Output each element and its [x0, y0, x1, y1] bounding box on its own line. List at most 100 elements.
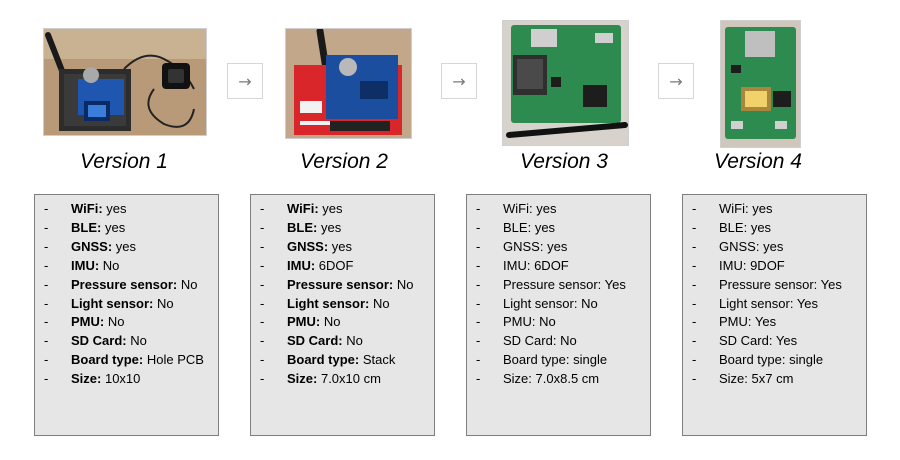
bullet-dash: - — [44, 314, 49, 330]
bullet-dash: - — [260, 276, 265, 292]
spec-key: Board type: — [71, 352, 144, 368]
spec-item: -IMU: 9DOF — [683, 257, 866, 276]
arrow-right-icon: → — [669, 71, 683, 91]
version-3-title: Version 3 — [520, 150, 608, 173]
spec-value: yes — [322, 201, 343, 216]
spec-key: GNSS: — [71, 238, 113, 254]
spec-item: -PMU: No — [35, 313, 218, 332]
spec-value: yes — [115, 238, 137, 254]
spec-value: No — [539, 314, 556, 330]
spec-item: - Board type: Stack — [251, 351, 434, 370]
arrow-2: → — [441, 63, 477, 99]
bullet-dash: - — [476, 333, 481, 349]
spec-value: No — [346, 333, 363, 349]
spec-key: IMU: — [719, 257, 747, 273]
spec-key: SD Card: — [503, 333, 557, 349]
spec-key: Size: — [719, 371, 748, 387]
bullet-dash: - — [692, 352, 697, 368]
spec-item: -IMU: No — [35, 257, 218, 276]
spec-key: PMU: — [719, 314, 752, 330]
spec-value: single — [789, 352, 824, 368]
spec-key: Pressure sensor: — [287, 276, 394, 292]
spec-value: 6DOF — [318, 257, 354, 273]
spec-item: -Pressure sensor: No — [35, 276, 218, 295]
bullet-dash: - — [476, 295, 481, 311]
spec-value: Stack — [362, 352, 396, 368]
spec-key: Pressure sensor: — [719, 276, 818, 292]
spec-item: -Pressure sensor: No — [251, 276, 434, 295]
spec-key: IMU: — [503, 257, 531, 273]
spec-key: Light sensor: — [503, 295, 578, 311]
bullet-dash: - — [476, 314, 481, 330]
spec-key: WiFi: — [503, 201, 533, 216]
spec-item: -PMU: No — [251, 313, 434, 332]
spec-value: 6DOF — [534, 257, 569, 273]
arrow-3: → — [658, 63, 694, 99]
bullet-dash: - — [692, 333, 697, 349]
spec-value: No — [581, 295, 598, 311]
spec-item: -Size: 7.0x8.5 cm — [467, 370, 650, 389]
arrow-1: → — [227, 63, 263, 99]
spec-key: Board type: — [287, 352, 360, 368]
spec-value: yes — [106, 201, 127, 216]
version-1-title: Version 1 — [80, 150, 168, 173]
spec-key: GNSS: — [287, 238, 329, 254]
spec-item: -SD Card: No — [35, 332, 218, 351]
spec-item: -GNSS: yes — [467, 238, 650, 257]
spec-key: GNSS: — [503, 238, 544, 254]
bullet-dash: - — [692, 238, 697, 254]
spec-item: -WiFi: yes — [683, 200, 866, 219]
spec-key: WiFi: — [287, 201, 319, 216]
spec-item: -Size: 10x10 — [35, 370, 218, 389]
spec-value: single — [573, 352, 608, 368]
version-4-spec-list: -WiFi: yes-BLE: yes-GNSS: yes-IMU: 9DOF-… — [682, 194, 867, 436]
spec-key: Board type: — [503, 352, 570, 368]
spec-value: yes — [536, 201, 557, 216]
spec-item: - IMU: 6DOF — [467, 257, 650, 276]
spec-value: yes — [331, 238, 353, 254]
bullet-dash: - — [260, 333, 265, 349]
spec-item: -PMU: Yes — [683, 313, 866, 332]
spec-item: -WiFi: yes — [35, 200, 218, 219]
bullet-dash: - — [476, 371, 481, 387]
spec-value: yes — [534, 219, 556, 235]
spec-item: -Size: 7.0x10 cm — [251, 370, 434, 389]
spec-item: -BLE: yes — [35, 219, 218, 238]
spec-item: -Board type: Hole PCB — [35, 351, 218, 370]
version-1-photo — [43, 28, 207, 136]
spec-key: PMU: — [71, 314, 105, 330]
spec-value: yes — [320, 219, 342, 235]
bullet-dash: - — [692, 219, 697, 235]
spec-value: Yes — [604, 276, 626, 292]
bullet-dash: - — [44, 371, 49, 387]
spec-key: Light sensor: — [719, 295, 794, 311]
bullet-dash: - — [476, 257, 481, 273]
spec-key: Size: — [287, 371, 318, 387]
spec-key: GNSS: — [719, 238, 760, 254]
spec-value: No — [323, 314, 341, 330]
spec-item: -Pressure sensor: Yes — [467, 276, 650, 295]
bullet-dash: - — [260, 352, 265, 368]
bullet-dash: - — [260, 238, 265, 254]
version-3-spec-list: -WiFi: yes-BLE: yes-GNSS: yes-IMU: 6DOF-… — [466, 194, 651, 436]
bullet-dash: - — [44, 238, 49, 254]
bullet-dash: - — [44, 276, 49, 292]
spec-value: 7.0x8.5 cm — [535, 371, 600, 387]
spec-item: -Size: 5x7 cm — [683, 370, 866, 389]
bullet-dash: - — [44, 201, 49, 216]
version-3-photo — [502, 20, 629, 146]
spec-value: 5x7 cm — [751, 371, 794, 387]
bullet-dash: - — [692, 257, 697, 273]
spec-key: PMU: — [503, 314, 536, 330]
spec-item: -Light sensor: No — [251, 295, 434, 314]
spec-item: - PMU: No — [467, 313, 650, 332]
arrow-right-icon: → — [452, 71, 466, 91]
spec-key: SD Card: — [287, 333, 343, 349]
spec-key: PMU: — [287, 314, 321, 330]
spec-item: -Light sensor: No — [35, 295, 218, 314]
bullet-dash: - — [44, 333, 49, 349]
spec-key: BLE: — [503, 219, 532, 235]
spec-item: - SD Card: No — [251, 332, 434, 351]
spec-value: Yes — [754, 314, 777, 330]
spec-item: -Board type: single — [467, 351, 650, 370]
